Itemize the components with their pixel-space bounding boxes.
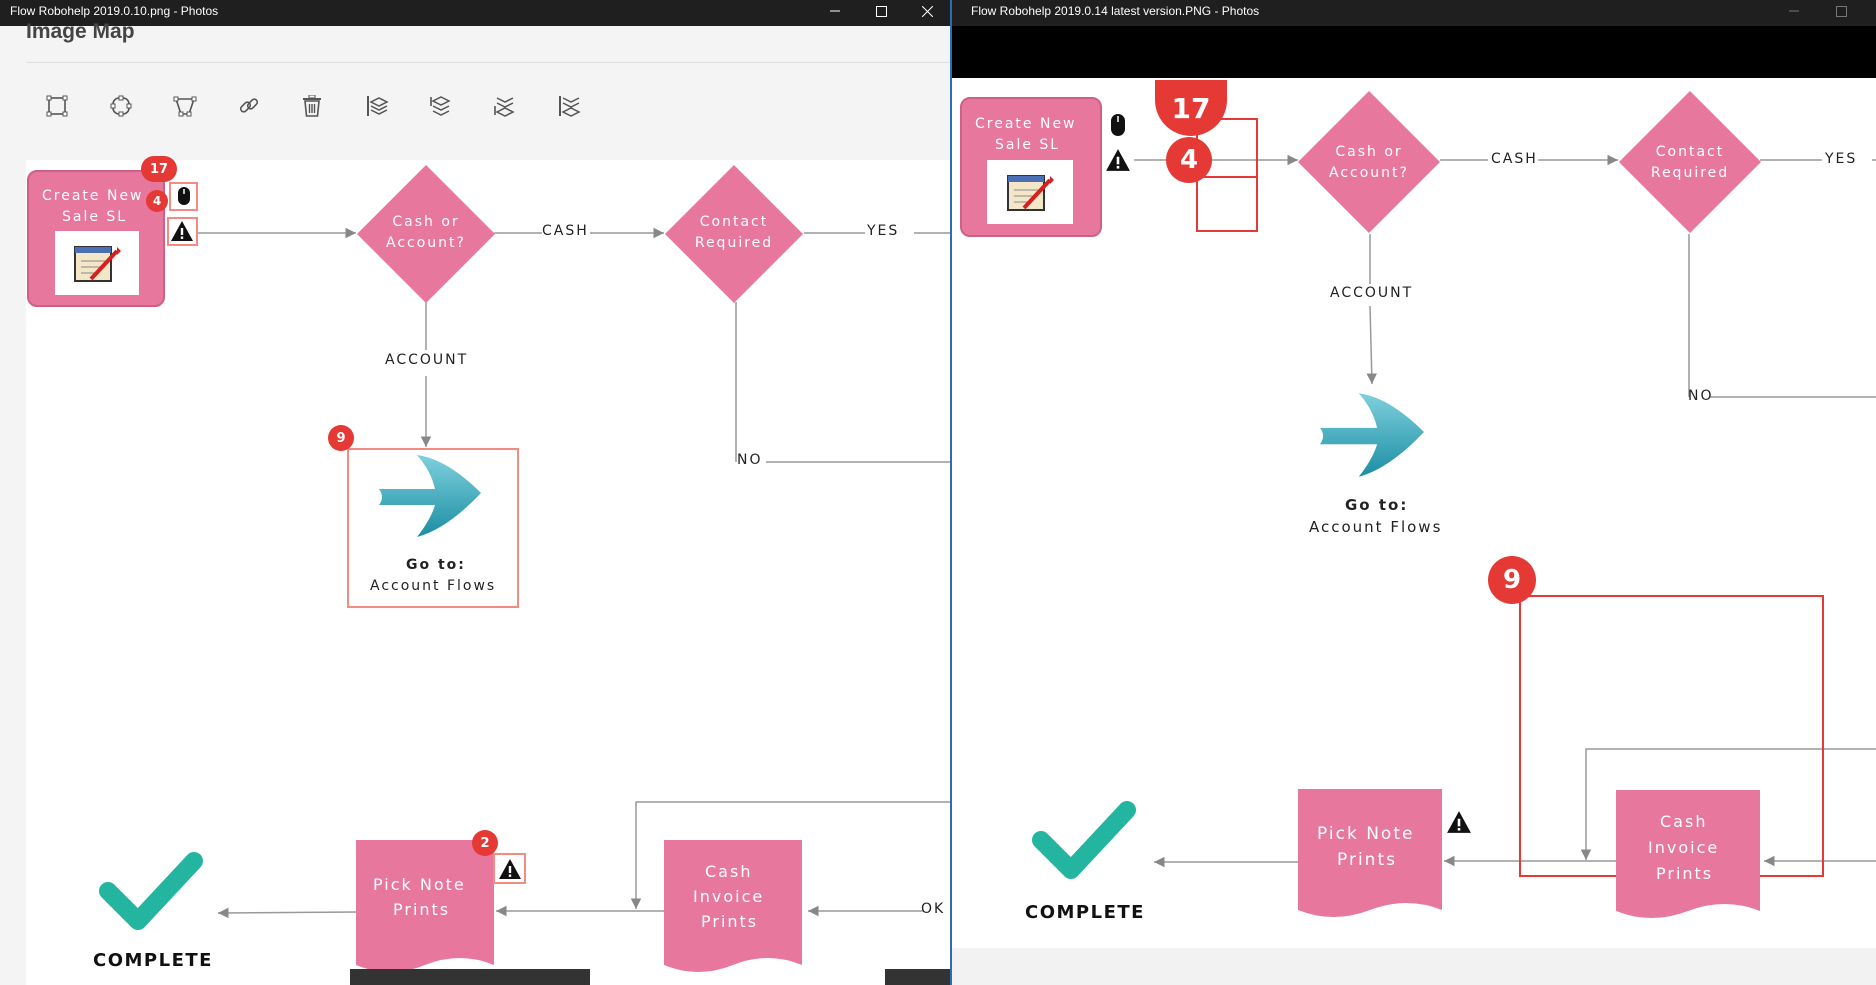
bring-to-front-icon[interactable]: [363, 92, 391, 120]
edge-label-yes: YES: [1825, 151, 1858, 167]
decision-contact-required[interactable]: [664, 164, 804, 304]
pick-label-2: Prints: [1337, 850, 1397, 870]
bottom-bar: [350, 969, 590, 985]
badge-9: 9: [328, 425, 354, 451]
panel-divider: [26, 62, 950, 63]
edge-label-no: NO: [1688, 388, 1714, 404]
minimize-button[interactable]: [1771, 0, 1817, 22]
maximize-button[interactable]: [858, 0, 904, 22]
goto-label-1: Go to:: [1345, 496, 1409, 514]
start-node-label-2: Sale SL: [62, 209, 128, 225]
cash-invoice-prints-node[interactable]: [1615, 789, 1761, 935]
edge-label-yes: YES: [867, 223, 900, 239]
start-node-label-1: Create New: [42, 188, 144, 204]
polygon-tool-icon[interactable]: [171, 92, 199, 120]
left-window-title: Flow Robohelp 2019.0.10.png - Photos: [10, 4, 219, 18]
minimize-button[interactable]: [812, 0, 858, 22]
start-node-label-2: Sale SL: [995, 137, 1061, 153]
checkmark-icon: [95, 846, 207, 936]
cash-label-3: Prints: [701, 912, 759, 931]
left-titlebar: Flow Robohelp 2019.0.10.png - Photos: [0, 0, 950, 26]
warning-icon: [168, 218, 196, 244]
decision1-label-1: Cash or: [392, 214, 460, 230]
edge-label-cash: CASH: [1491, 151, 1538, 167]
pick-label-1: Pick Note: [373, 875, 466, 894]
window-divider: [950, 0, 952, 985]
checkmark-icon: [1030, 794, 1138, 886]
link-icon[interactable]: [235, 92, 263, 120]
edge-label-cash: CASH: [542, 223, 589, 239]
circle-tool-icon[interactable]: [107, 92, 135, 120]
bring-forward-icon[interactable]: [427, 92, 455, 120]
right-photos-window: Flow Robohelp 2019.0.14 latest version.P…: [952, 0, 1876, 985]
pick-label-2: Prints: [393, 900, 451, 919]
left-photos-window: Flow Robohelp 2019.0.10.png - Photos Ima…: [0, 0, 950, 985]
document-edit-icon: [987, 160, 1073, 224]
badge-4: 4: [146, 190, 168, 212]
edge-label-account: ACCOUNT: [385, 352, 469, 368]
decision2-label-2: Required: [1650, 165, 1730, 181]
mouse-icon: [1104, 110, 1132, 140]
hotspot-box-4[interactable]: [1196, 176, 1258, 232]
right-titlebar: Flow Robohelp 2019.0.14 latest version.P…: [952, 0, 1876, 26]
decision2-label-1: Contact: [699, 214, 769, 230]
decision-contact-required[interactable]: [1618, 90, 1762, 234]
badge-17: 17: [141, 156, 177, 182]
pick-label-1: Pick Note: [1317, 824, 1415, 844]
panel-title: Image Map: [26, 20, 135, 43]
arrow-right-icon: [375, 449, 485, 541]
right-window-title: Flow Robohelp 2019.0.14 latest version.P…: [971, 4, 1260, 18]
mouse-hotspot-box[interactable]: [169, 182, 198, 211]
left-connectors: [198, 227, 950, 919]
bottom-strip: [952, 948, 1876, 985]
decision1-label-2: Account?: [386, 235, 466, 251]
decision1-label-1: Cash or: [1335, 144, 1403, 160]
decision1-label-2: Account?: [1329, 165, 1409, 181]
arrow-right-icon: [1317, 384, 1427, 484]
cash-label-1: Cash: [1660, 812, 1708, 831]
maximize-button[interactable]: [1818, 0, 1864, 22]
badge-4: 4: [1166, 137, 1212, 183]
badge-2: 2: [472, 830, 498, 856]
complete-label: COMPLETE: [93, 950, 213, 971]
close-button[interactable]: [904, 0, 950, 22]
goto-label-1: Go to:: [406, 557, 466, 573]
pick-note-prints-node[interactable]: [355, 839, 495, 985]
goto-hotspot-box[interactable]: [347, 448, 519, 608]
warning-icon: [1442, 806, 1476, 838]
rectangle-tool-icon[interactable]: [43, 92, 71, 120]
send-backward-icon[interactable]: [491, 92, 519, 120]
cash-label-3: Prints: [1656, 864, 1714, 883]
warning-icon: [495, 855, 524, 882]
pick-note-prints-node[interactable]: [1297, 788, 1443, 934]
edge-label-account: ACCOUNT: [1330, 285, 1414, 301]
start-node-label-1: Create New: [975, 116, 1077, 132]
decision2-label-2: Required: [694, 235, 774, 251]
trash-icon[interactable]: [298, 92, 326, 120]
cash-label-2: Invoice: [693, 887, 765, 906]
decision-cash-or-account[interactable]: [1297, 90, 1441, 234]
right-connectors: [1134, 154, 1876, 868]
cash-label-1: Cash: [705, 862, 753, 881]
document-edit-icon: [55, 231, 139, 295]
goto-label-2: Account Flows: [370, 578, 497, 594]
complete-label: COMPLETE: [1025, 902, 1145, 923]
warning-icon: [1102, 145, 1134, 175]
badge-17: 17: [1155, 80, 1227, 136]
info-hotspot-box[interactable]: [167, 217, 198, 246]
badge-9: 9: [1488, 556, 1536, 604]
decision2-label-1: Contact: [1655, 144, 1725, 160]
edge-label-ok: OK: [921, 901, 946, 917]
send-to-back-icon[interactable]: [555, 92, 583, 120]
cash-label-2: Invoice: [1648, 838, 1720, 857]
pick-info-hotspot-box[interactable]: [493, 853, 526, 884]
decision-cash-or-account[interactable]: [356, 164, 496, 304]
edge-label-no: NO: [737, 452, 763, 468]
cash-invoice-prints-node[interactable]: [663, 839, 803, 985]
mouse-icon: [172, 183, 196, 209]
goto-label-2: Account Flows: [1309, 518, 1443, 536]
bottom-bar: [885, 969, 950, 985]
